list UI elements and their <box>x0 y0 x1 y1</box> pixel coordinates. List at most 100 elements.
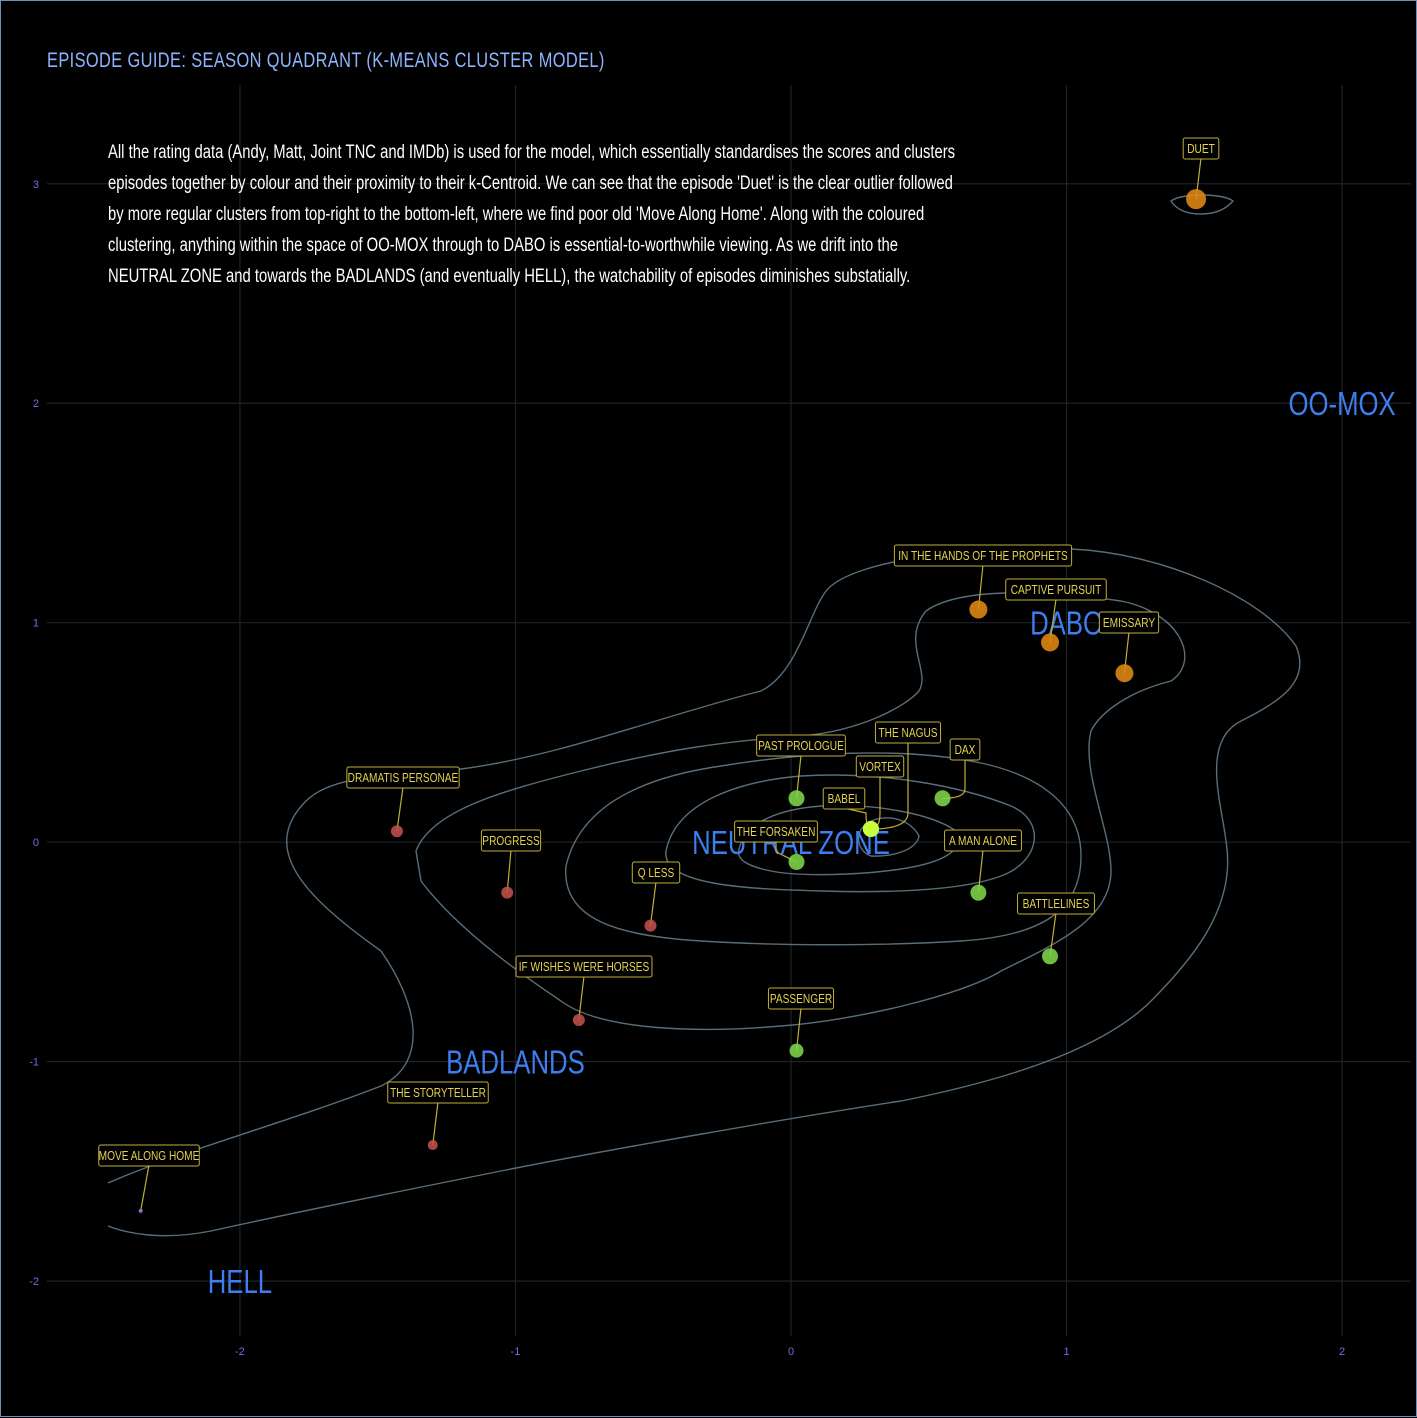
label-leader-line <box>870 742 909 830</box>
episode-label: THE NAGUS <box>874 721 942 744</box>
episode-label: THE FORSAKEN <box>734 820 818 843</box>
chart-title: EPISODE GUIDE: SEASON QUADRANT (K-MEANS … <box>47 49 605 72</box>
episode-point <box>1115 664 1134 683</box>
episode-label-box <box>387 1081 489 1104</box>
episode-label: Q LESS <box>631 861 681 884</box>
x-tick-label: 2 <box>1339 1346 1345 1358</box>
episode-label-text: CAPTIVE PURSUIT <box>1011 583 1102 597</box>
episode-label-box <box>480 829 542 852</box>
episode-label-text-wrap: PROGRESS <box>482 834 540 848</box>
episode-label: PASSENGER <box>767 987 835 1010</box>
episode-point <box>501 886 514 899</box>
episode-label-box <box>515 955 653 978</box>
x-tick-label: 0 <box>788 1346 794 1358</box>
episode-label-text: THE NAGUS <box>878 726 937 740</box>
episode-label: DRAMATIS PERSONAE <box>346 766 460 789</box>
episode-label: PAST PROLOGUE <box>756 734 846 757</box>
zone-label-text: BADLANDS <box>446 1045 585 1082</box>
episode-label-box <box>1098 611 1160 634</box>
episode-label-text: IN THE HANDS OF THE PROPHETS <box>898 549 1068 563</box>
episode-label: DAX <box>949 738 981 761</box>
zone-label-text: OO-MOX <box>1289 386 1396 423</box>
contour-outer <box>107 547 1301 1237</box>
zone-label: BADLANDS <box>446 1045 585 1082</box>
episode-label-text-wrap: Q LESS <box>638 866 675 880</box>
episode-label-text-wrap: THE NAGUS <box>878 726 937 740</box>
episode-label-text: THE STORYTELLER <box>390 1086 486 1100</box>
y-tick-label: -1 <box>29 1057 39 1069</box>
episode-label-box <box>855 755 905 778</box>
episode-label-text-wrap: DAX <box>955 743 976 757</box>
episode-label: BATTLELINES <box>1017 892 1095 915</box>
episode-label-text: THE FORSAKEN <box>737 825 816 839</box>
episode-point <box>969 600 988 619</box>
episode-label-text: DAX <box>955 743 976 757</box>
episode-label: IF WISHES WERE HORSES <box>515 955 653 978</box>
episode-label-text: Q LESS <box>638 866 675 880</box>
episode-label-text: IF WISHES WERE HORSES <box>519 960 650 974</box>
episode-label: IN THE HANDS OF THE PROPHETS <box>893 544 1073 567</box>
episode-point <box>572 1013 585 1026</box>
episode-label: THE STORYTELLER <box>387 1081 489 1104</box>
episode-label: EMISSARY <box>1098 611 1160 634</box>
episode-point <box>970 884 987 901</box>
zone-label-text: DABO <box>1030 606 1103 643</box>
episode-label: VORTEX <box>855 755 905 778</box>
episode-point <box>862 821 879 838</box>
episode-label-box <box>1005 578 1107 601</box>
episode-label-text: EMISSARY <box>1103 616 1155 630</box>
episode-label-text-wrap: DUET <box>1187 142 1215 156</box>
episode-label-text-wrap: THE STORYTELLER <box>390 1086 486 1100</box>
episode-label-text: PROGRESS <box>482 834 540 848</box>
episode-label-box <box>893 544 1073 567</box>
episode-point <box>788 790 805 807</box>
y-tick-label: 2 <box>33 398 39 410</box>
episode-label-text: VORTEX <box>859 760 901 774</box>
x-tick-label: 1 <box>1063 1346 1069 1358</box>
episode-point <box>788 853 805 870</box>
episode-label-text: DRAMATIS PERSONAE <box>348 771 459 785</box>
episode-label-text: BABEL <box>828 792 861 806</box>
episode-label-box <box>98 1144 200 1167</box>
episode-label: MOVE ALONG HOME <box>98 1144 200 1167</box>
grid-lines <box>47 85 1411 1336</box>
episode-label-text-wrap: PAST PROLOGUE <box>758 739 844 753</box>
episode-points: DUET IN THE HANDS OF THE PROPHETS CAPTIVE … <box>98 137 1220 1213</box>
episode-point <box>390 825 403 838</box>
label-leader-line <box>506 849 512 893</box>
episode-label-box <box>874 721 942 744</box>
episode-label-text-wrap: A MAN ALONE <box>949 834 1017 848</box>
episode-point <box>1042 948 1059 965</box>
episode-label-text-wrap: BABEL <box>828 792 861 806</box>
episode-label-text: A MAN ALONE <box>949 834 1017 848</box>
x-tick-label: -1 <box>511 1346 521 1358</box>
episode-label-box <box>1182 137 1220 160</box>
chart-description: All the rating data (Andy, Matt, Joint T… <box>108 142 956 287</box>
episode-label-box <box>631 861 681 884</box>
contour-6 <box>857 817 920 857</box>
y-tick-label: -2 <box>29 1276 39 1288</box>
contour-3 <box>565 752 1082 946</box>
episode-label-box <box>944 829 1022 852</box>
episode-label-text: PASSENGER <box>770 992 832 1006</box>
zone-label: DABO <box>1030 606 1103 643</box>
y-tick-label: 3 <box>33 179 39 191</box>
episode-label-text-wrap: CAPTIVE PURSUIT <box>1011 583 1102 597</box>
episode-label: A MAN ALONE <box>944 829 1022 852</box>
episode-label: PROGRESS <box>480 829 542 852</box>
episode-label-text-wrap: VORTEX <box>859 760 901 774</box>
episode-label-box <box>822 787 866 810</box>
label-leader-line <box>140 1164 150 1212</box>
episode-label-box <box>756 734 846 757</box>
episode-label-text-wrap: BATTLELINES <box>1023 897 1090 911</box>
label-leader-line <box>432 1101 439 1146</box>
episode-label-box <box>1017 892 1095 915</box>
episode-label: CAPTIVE PURSUIT <box>1005 578 1107 601</box>
episode-label-text-wrap: DRAMATIS PERSONAE <box>348 771 459 785</box>
episode-point <box>427 1140 438 1151</box>
episode-label: DUET <box>1182 137 1220 160</box>
y-tick-label: 1 <box>33 618 39 630</box>
label-leader-line <box>578 975 585 1021</box>
contour-4 <box>665 774 1035 893</box>
